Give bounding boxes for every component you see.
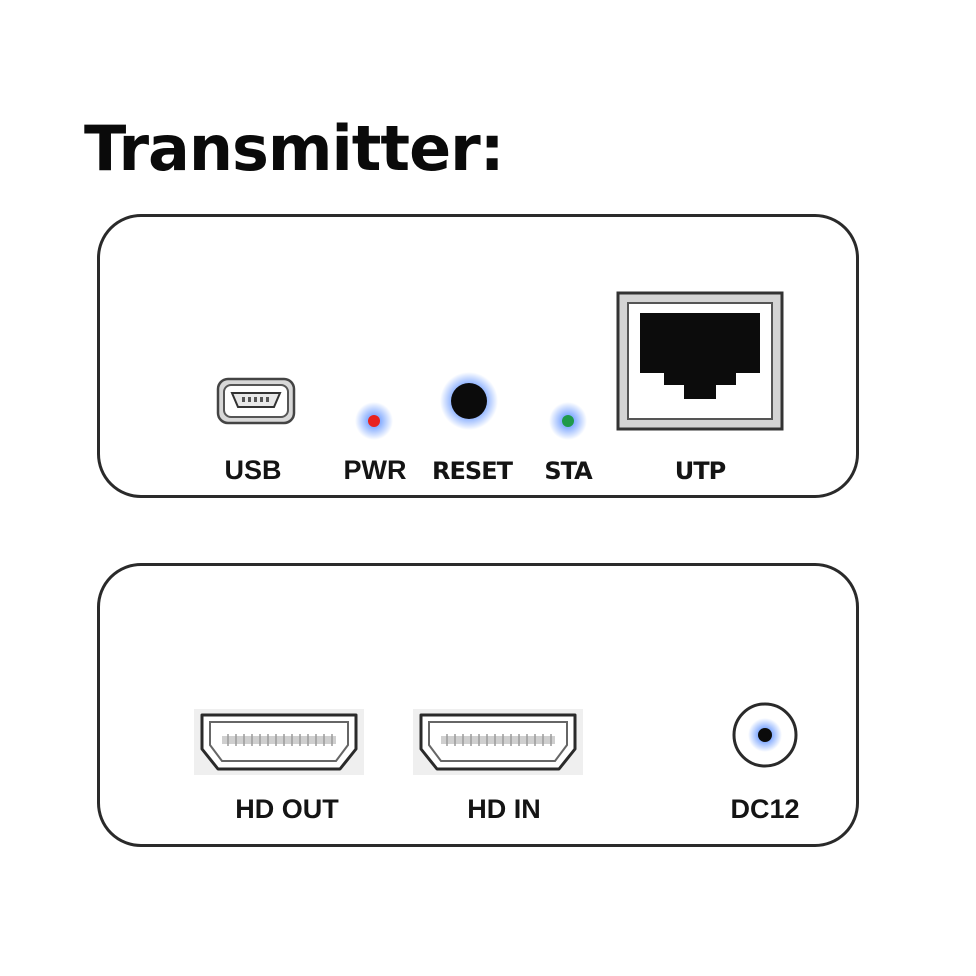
hd-out-label: HD OUT — [235, 794, 339, 824]
usb-label: USB — [224, 455, 282, 485]
dc-jack-icon — [730, 700, 800, 770]
hd-in-label: HD IN — [467, 794, 541, 824]
utp-label: UTP — [674, 457, 726, 485]
rear-panel: HD OUT HD IN — [97, 563, 859, 847]
reset-button-icon — [439, 371, 499, 431]
reset-label: RESET — [432, 457, 513, 485]
pwr-label: PWR — [343, 455, 407, 485]
front-panel: USB PWR RESET — [97, 214, 859, 498]
hdmi-port-icon — [413, 709, 583, 775]
sta-label: STA — [544, 457, 592, 485]
page-title: Transmitter: — [84, 112, 504, 185]
green-led-icon — [548, 401, 588, 441]
mini-usb-port-icon — [216, 377, 296, 425]
red-led-icon — [354, 401, 394, 441]
hdmi-port-icon — [194, 709, 364, 775]
dc12-label: DC12 — [730, 794, 800, 824]
rj45-port-icon — [616, 291, 784, 431]
